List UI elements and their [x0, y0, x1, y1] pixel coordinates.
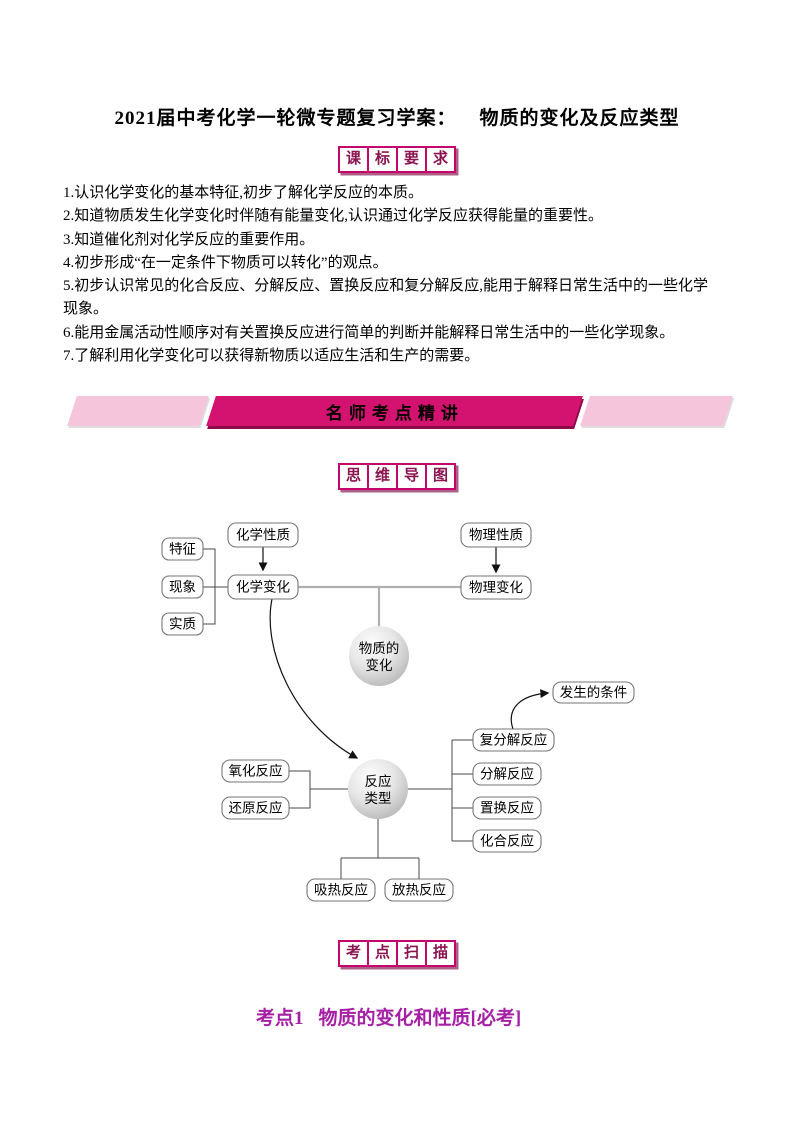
- requirement-item: 4.初步形成“在一定条件下物质可以转化”的观点。: [63, 254, 388, 271]
- node-box-fasheng-tiaojian: [552, 681, 635, 704]
- node-box-fufenjie: [472, 728, 555, 752]
- node-box-xianxiang: [161, 575, 204, 599]
- badge-char: 求: [425, 148, 454, 171]
- exam-scan-badge-row: 考 点 扫 描: [0, 940, 794, 967]
- node-label: 现象: [169, 580, 196, 595]
- badge-char: 维: [366, 465, 396, 488]
- node-box-huahe: [472, 829, 542, 853]
- node-box-zhihuan: [472, 796, 542, 820]
- circle-label-line2: 类型: [365, 791, 392, 806]
- badge-char: 考: [345, 945, 361, 961]
- requirement-item: 5.初步认识常见的化合反应、分解反应、置换反应和复分解反应,能用于解释日常生活中…: [63, 278, 709, 318]
- exam-scan-badge: 考 点 扫 描: [337, 940, 457, 967]
- node-boxes: [161, 522, 635, 902]
- node-label: 放热反应: [392, 882, 446, 898]
- arrow-connectors: [258, 547, 550, 759]
- badge-char: 要: [396, 148, 425, 171]
- page-title: 2021届中考化学一轮微专题复习学案： 物质的变化及反应类型: [114, 108, 680, 129]
- node-label: 氧化反应: [229, 763, 283, 779]
- node-label: 吸热反应: [314, 882, 368, 898]
- badge-char: 标: [366, 148, 396, 171]
- exam-point-title: 物质的变化和性质: [318, 1008, 471, 1029]
- node-label: 物理性质: [469, 528, 523, 543]
- node-box-shizhi: [161, 612, 204, 636]
- circle-wuzhi-bianhua: [349, 626, 409, 686]
- node-label: 物理变化: [469, 580, 523, 595]
- node-label: 化合反应: [480, 833, 534, 849]
- node-label: 分解反应: [480, 766, 534, 782]
- requirement-item: 6.能用金属活动性顺序对有关置换反应进行简单的判断并能解释日常生活中的一些化学现…: [63, 324, 675, 341]
- node-label: 复分解反应: [480, 732, 548, 748]
- circle-label-line1: 物质的: [359, 641, 400, 656]
- node-label: 置换反应: [480, 800, 534, 816]
- banner-title-ribbon: 名师考点精讲: [206, 396, 583, 426]
- badge-char: 点: [366, 942, 396, 965]
- bracket-connectors: [203, 548, 473, 879]
- node-label: 还原反应: [229, 800, 283, 816]
- node-box-xire: [306, 878, 376, 902]
- requirement-item: 1.认识化学变化的基本特征,初步了解化学反应的本质。: [63, 185, 424, 201]
- mind-map-diagram: 特征 现象 实质 化学性质 化学变化 物理性质 物理变化 发生的条件 复分解反应…: [161, 522, 635, 902]
- exam-point-number: 考点1: [256, 1008, 304, 1029]
- circle-label-line2: 变化: [366, 658, 393, 673]
- section-banner: 名师考点精讲: [67, 396, 733, 426]
- requirement-item: 2.知道物质发生化学变化时伴随有能量变化,认识通过化学反应获得能量的重要性。: [63, 208, 604, 225]
- banner-left-ribbon: [67, 396, 209, 426]
- exam-point-heading: 考点1 物质的变化和性质[必考]: [237, 981, 521, 1052]
- arrow-chemchange-to-reactiontype: [269, 598, 359, 759]
- node-box-fangre: [384, 878, 454, 902]
- node-box-fenjie: [472, 762, 542, 786]
- course-standard-badge-row: 课 标 要 求: [0, 146, 794, 173]
- node-box-yanghua: [221, 759, 290, 783]
- exam-point-tag: [必考]: [470, 1008, 522, 1029]
- node-box-wuli-xingzhi: [460, 522, 532, 548]
- requirement-item: 7.了解利用化学变化可以获得新物质以适应生活和生产的需要。: [63, 348, 480, 365]
- node-box-huaxue-xingzhi: [227, 522, 299, 548]
- badge-char: 导: [396, 465, 425, 488]
- badge-char: 描: [425, 942, 454, 965]
- node-box-huaxue-bianhua: [227, 574, 299, 600]
- banner-right-ribbon: [580, 396, 733, 426]
- node-label: 化学变化: [236, 580, 290, 595]
- badge-char: 课: [345, 151, 361, 167]
- circle-label-line1: 反应: [365, 773, 392, 789]
- mind-map-badge-row: 思 维 导 图: [0, 463, 794, 490]
- badge-char: 思: [345, 468, 361, 484]
- requirements-list: 1.认识化学变化的基本特征,初步了解化学反应的本质。 2.知道物质发生化学变化时…: [63, 182, 711, 368]
- badge-char: 图: [425, 465, 454, 488]
- banner-title: 名师考点精讲: [325, 403, 464, 423]
- node-labels: 特征 现象 实质 化学性质 化学变化 物理性质 物理变化 发生的条件 复分解反应…: [169, 528, 627, 898]
- badge-char: 扫: [396, 942, 425, 965]
- node-label: 实质: [169, 617, 196, 632]
- arrow-fufenjie-to-condition: [510, 689, 550, 730]
- trunk-connectors: [298, 585, 461, 626]
- node-label: 发生的条件: [560, 684, 628, 700]
- node-label: 化学性质: [236, 528, 290, 543]
- node-label: 特征: [169, 542, 196, 557]
- node-box-tezheng: [161, 537, 204, 561]
- circle-fanying-leixing: [348, 759, 408, 819]
- mind-map-badge: 思 维 导 图: [337, 463, 457, 490]
- node-box-huanyuan: [221, 796, 290, 820]
- requirement-item: 3.知道催化剂对化学反应的重要作用。: [63, 231, 315, 248]
- node-box-wuli-bianhua: [460, 575, 532, 600]
- course-standard-badge: 课 标 要 求: [337, 146, 457, 173]
